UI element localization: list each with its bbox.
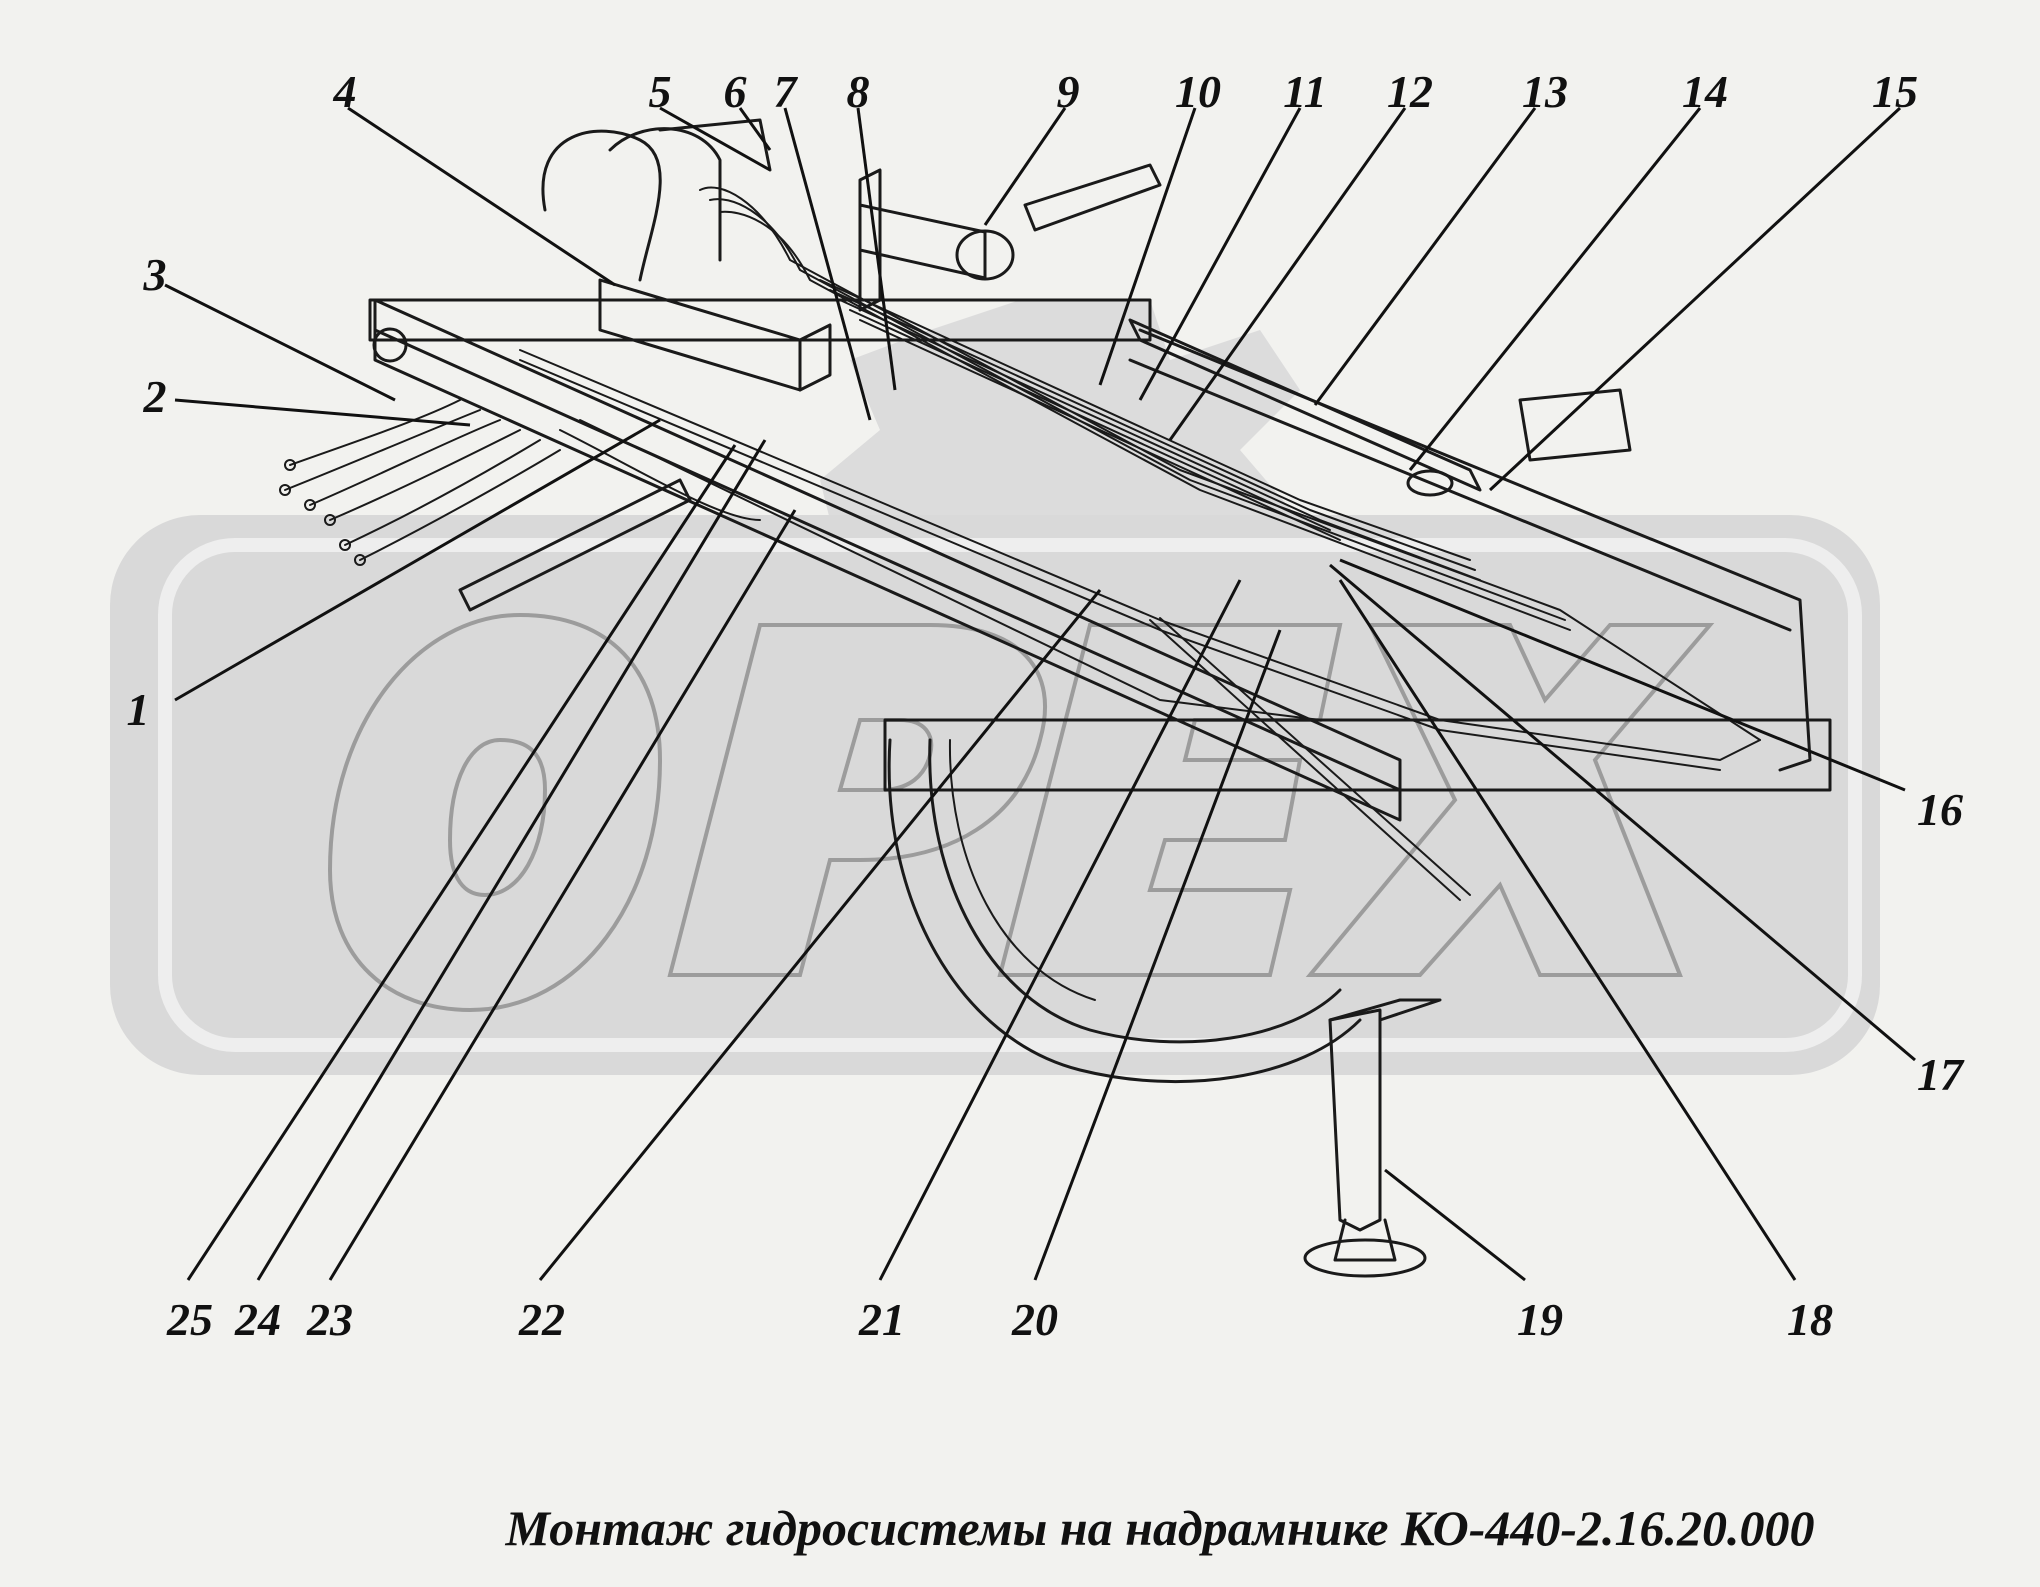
callout-leader-lines [164,106,1916,1282]
leader-12 [1168,107,1407,441]
leader-9 [983,107,1067,226]
callout-labels: 1 2 3 4 5 6 7 8 9 10 11 12 13 14 15 16 1… [127,66,1966,1345]
leader-5 [659,106,771,172]
turntable-ring-outer [887,738,1362,1083]
callout-11: 11 [1283,66,1326,117]
leader-10 [1098,107,1197,386]
callout-1: 1 [127,684,150,735]
callout-19: 19 [1517,1294,1563,1345]
callout-7: 7 [774,66,799,117]
leader-7 [783,107,872,421]
callout-15: 15 [1872,66,1918,117]
leader-13 [1313,107,1537,406]
callout-5: 5 [649,66,672,117]
callout-20: 20 [1011,1294,1058,1345]
leader-20 [1033,629,1282,1281]
callout-8: 8 [847,66,870,117]
leader-25 [186,444,737,1281]
leader-14 [1408,107,1702,471]
hose-outlet-group [279,399,561,566]
leader-11 [1138,107,1302,401]
callout-23: 23 [306,1294,353,1345]
callout-13: 13 [1522,66,1568,117]
leader-22 [538,589,1102,1281]
callout-17: 17 [1917,1049,1965,1100]
leader-8 [856,107,897,391]
hydraulic-tube-bundle [519,186,1761,901]
leader-21 [878,579,1242,1281]
callout-14: 14 [1682,66,1728,117]
turntable-ring-groove [948,739,1096,1001]
turntable-ring-inner [928,738,1342,1044]
callout-4: 4 [333,66,357,117]
tension-rod [1128,318,1482,492]
rod-end-fitting [1406,469,1454,497]
leader-4 [347,106,616,287]
callout-2: 2 [143,371,167,422]
callout-6: 6 [724,66,747,117]
callout-10: 10 [1175,66,1221,117]
leader-3 [164,283,396,402]
leader-1 [174,418,661,702]
bracket-plate-top [1023,163,1162,232]
leader-17 [1329,563,1916,1062]
frame-mounting-hole [372,327,408,363]
bracket-plate-right [1518,388,1632,462]
leader-18 [1338,579,1797,1281]
callout-18: 18 [1787,1294,1833,1345]
callout-9: 9 [1057,66,1080,117]
hose-loop-top [541,129,662,282]
hose-loop-top-2 [608,127,722,262]
leader-6 [738,107,772,151]
frame-longitudinal-beam-right [1138,328,1812,772]
leader-23 [328,509,797,1281]
callout-16: 16 [1917,784,1963,835]
leader-19 [1384,1168,1526,1282]
frame-beam-right-edge [1128,358,1792,632]
callout-12: 12 [1387,66,1433,117]
support-leg [1303,998,1442,1278]
bracket-plate-left [458,478,692,612]
frame-front-crossbeam [368,298,1152,342]
leader-24 [256,439,767,1281]
watermark-frame-outer [110,515,1880,1075]
hydraulic-distributor-block [598,278,802,392]
watermark-letter-x [1305,623,1715,977]
callout-24: 24 [234,1294,281,1345]
leader-16 [1339,558,1906,792]
callout-21: 21 [858,1294,905,1345]
drawing-caption: Монтаж гидросистемы на надрамнике КО-440… [504,1500,1814,1556]
pump-mount-bracket [858,168,882,312]
callout-3: 3 [143,249,167,300]
leader-15 [1488,106,1902,492]
leader-2 [174,398,471,427]
callout-25: 25 [166,1294,213,1345]
watermark-letter-o [327,612,663,1013]
callout-22: 22 [518,1294,565,1345]
distributor-block-side [798,323,832,392]
watermark-frame-inner [158,538,1862,1052]
subframe-assembly [279,118,1832,1278]
